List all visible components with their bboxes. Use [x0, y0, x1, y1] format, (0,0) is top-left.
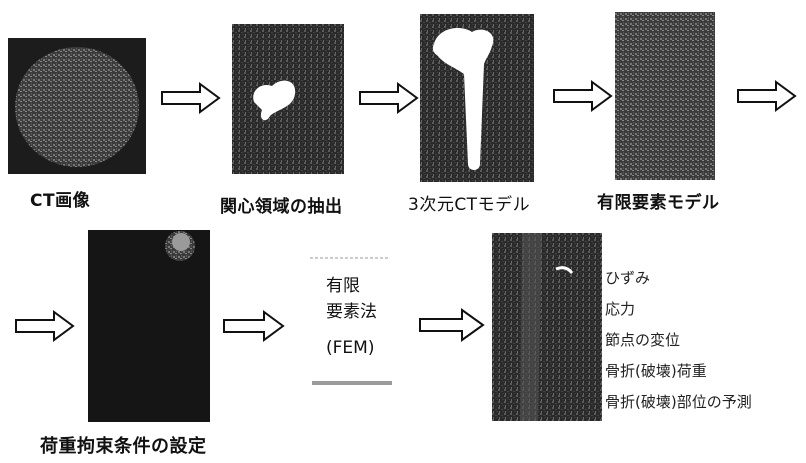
fem-box: 有限 要素法 (FEM) — [300, 255, 398, 395]
output-item-strain: ひずみ — [605, 269, 651, 287]
output-item-fracture-load: 骨折(破壊)荷重 — [605, 362, 707, 380]
arrow-ct-to-roi — [161, 82, 221, 114]
roi-extraction-panel — [232, 24, 344, 174]
arrow-load-to-fem — [223, 310, 285, 342]
label-3d-ct-model: 3次元CTモデル — [408, 195, 531, 215]
fem-line-1: 有限 — [326, 276, 360, 296]
3d-ct-model-panel — [420, 14, 534, 182]
output-item-node-displacement: 節点の変位 — [605, 331, 681, 349]
arrow-3d-to-fe — [553, 80, 613, 112]
fe-model-panel — [615, 12, 715, 180]
label-roi-extraction: 関心領域の抽出 — [220, 197, 343, 217]
fem-line-3: (FEM) — [326, 338, 375, 358]
arrow-roi-to-3d — [359, 82, 419, 114]
arrow-fe-continue — [737, 80, 797, 112]
fem-line-2: 要素法 — [326, 302, 377, 322]
output-list: ひずみ 応力 節点の変位 骨折(破壊)荷重 骨折(破壊)部位の予測 — [605, 263, 752, 418]
arrow-into-load — [15, 310, 75, 342]
label-fe-model: 有限要素モデル — [597, 193, 720, 213]
output-item-stress: 応力 — [605, 300, 636, 318]
ct-image-panel — [8, 38, 146, 174]
label-load-conditions: 荷重拘束条件の設定 — [40, 436, 207, 457]
load-condition-panel — [88, 230, 210, 422]
result-panel — [492, 233, 602, 421]
arrow-fem-to-result — [419, 308, 485, 342]
label-ct-image: CT画像 — [30, 191, 91, 211]
output-item-fracture-site: 骨折(破壊)部位の予測 — [605, 393, 752, 411]
